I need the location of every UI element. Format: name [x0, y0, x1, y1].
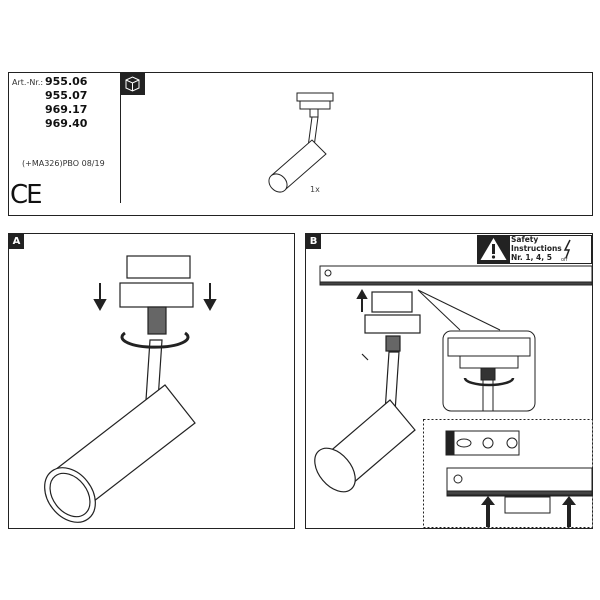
track-rail [319, 265, 593, 286]
safety-line: Nr. 1, 4, 5 [511, 253, 552, 262]
spotlight-a [44, 255, 196, 523]
ground-detail [423, 419, 593, 528]
safety-line: Instructions [511, 244, 562, 253]
doc-code: (+MA326)PBO 08/19 [22, 159, 105, 168]
safety-instructions: Safety Instructions Nr. 1, 4, 5 [511, 235, 562, 262]
panel-a-frame [8, 233, 295, 529]
arrows-b [481, 496, 576, 527]
lightning-icon [563, 239, 571, 259]
panel-a-label: A [9, 234, 24, 249]
box-icon [120, 72, 145, 95]
arrows-a [93, 283, 217, 349]
arrow-up-b [356, 288, 368, 312]
article-number: 969.40 [45, 117, 88, 130]
panel-b-frame [305, 233, 593, 529]
warning-triangle-icon [477, 235, 510, 263]
article-label: Art.-Nr.: [12, 78, 44, 87]
article-number: 955.06 [45, 75, 88, 88]
quantity: 1x [310, 185, 320, 194]
detail-zoom [417, 289, 536, 412]
spotlight-b [314, 291, 421, 493]
panel-b-label: B [306, 234, 321, 249]
spotlight-small [268, 92, 334, 193]
safety-box [477, 235, 592, 264]
off-label: off [561, 257, 568, 263]
article-number: 955.07 [45, 89, 88, 102]
header-frame [8, 72, 593, 216]
safety-line: Safety [511, 235, 539, 244]
article-number: 969.17 [45, 103, 88, 116]
ce-mark: CE [10, 180, 43, 210]
article-numbers: 955.06 955.07 969.17 969.40 [45, 75, 87, 131]
